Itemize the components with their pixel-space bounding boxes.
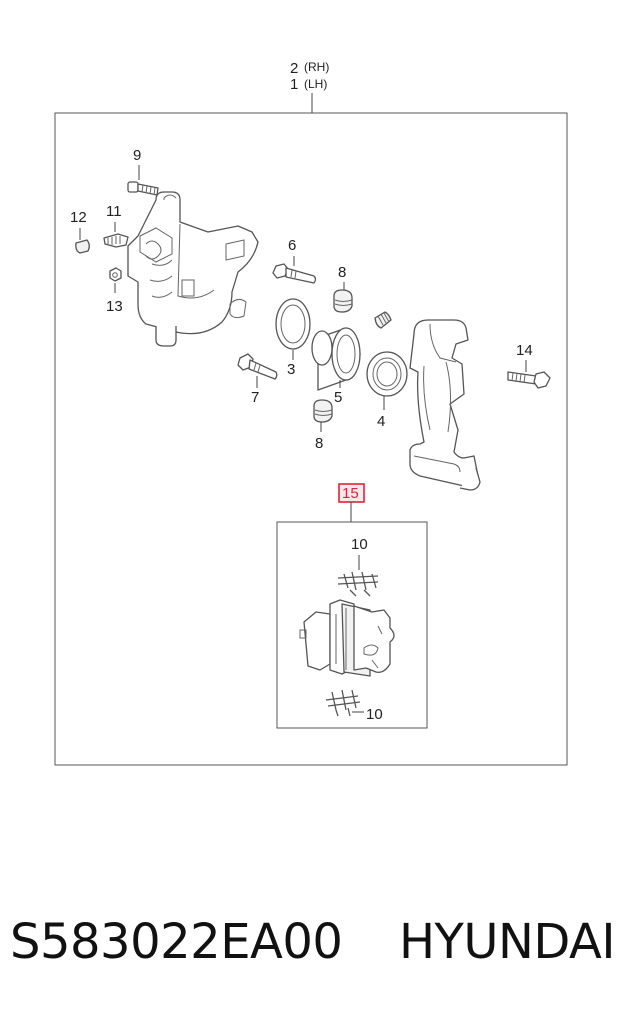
label-1: 1 xyxy=(290,76,298,93)
guide-pin-6: 6 xyxy=(272,237,317,284)
brake-pads xyxy=(299,599,395,677)
callout-10a: 10 xyxy=(351,536,368,553)
piston-boot-4: 4 xyxy=(366,351,408,430)
label-2: 2 xyxy=(290,60,298,77)
caliper-bracket xyxy=(409,319,481,491)
piston-5: 5 xyxy=(311,327,361,406)
nut-13: 13 xyxy=(106,267,123,315)
callout-5: 5 xyxy=(334,389,342,406)
callout-3: 3 xyxy=(287,361,295,378)
caliper-housing xyxy=(127,191,259,347)
boot-8-lower: 8 xyxy=(313,399,333,452)
callout-8a: 8 xyxy=(338,264,346,281)
anti-rattle-clip-10-top: 10 xyxy=(337,536,379,597)
label-lh: (LH) xyxy=(304,77,327,91)
callout-8b: 8 xyxy=(315,435,323,452)
callout-7: 7 xyxy=(251,389,259,406)
caption-bar: S583022EA00 HYUNDAI xyxy=(10,902,616,982)
anti-rattle-clip-10-bottom: 10 xyxy=(325,689,383,723)
callout-10b: 10 xyxy=(366,706,383,723)
boot-8-upper: 8 xyxy=(333,264,353,313)
callout-12: 12 xyxy=(70,209,87,226)
callout-11: 11 xyxy=(106,203,122,220)
cap-12: 12 xyxy=(70,209,90,254)
bleeder-screw-11: 11 xyxy=(103,203,129,248)
parent-part-label: 2 (RH) 1 (LH) xyxy=(290,60,329,113)
assembly-frame xyxy=(54,112,568,766)
callout-14: 14 xyxy=(516,342,533,359)
guide-pin-7: 7 xyxy=(237,353,278,406)
bolt-14: 14 xyxy=(507,342,551,389)
piston-seal-3: 3 xyxy=(275,298,311,378)
callout-15: 15 xyxy=(342,485,359,502)
callout-13: 13 xyxy=(106,298,123,315)
bolt-9: 9 xyxy=(127,147,159,196)
bushing xyxy=(374,311,392,329)
pad-kit-frame xyxy=(276,521,428,729)
label-rh: (RH) xyxy=(304,60,329,74)
brand-name: HYUNDAI xyxy=(398,914,616,970)
callout-4: 4 xyxy=(377,413,385,430)
callout-9: 9 xyxy=(133,147,141,164)
pad-kit-callout: 15 xyxy=(338,483,365,522)
callout-6: 6 xyxy=(288,237,296,254)
part-number: S583022EA00 xyxy=(10,914,343,970)
